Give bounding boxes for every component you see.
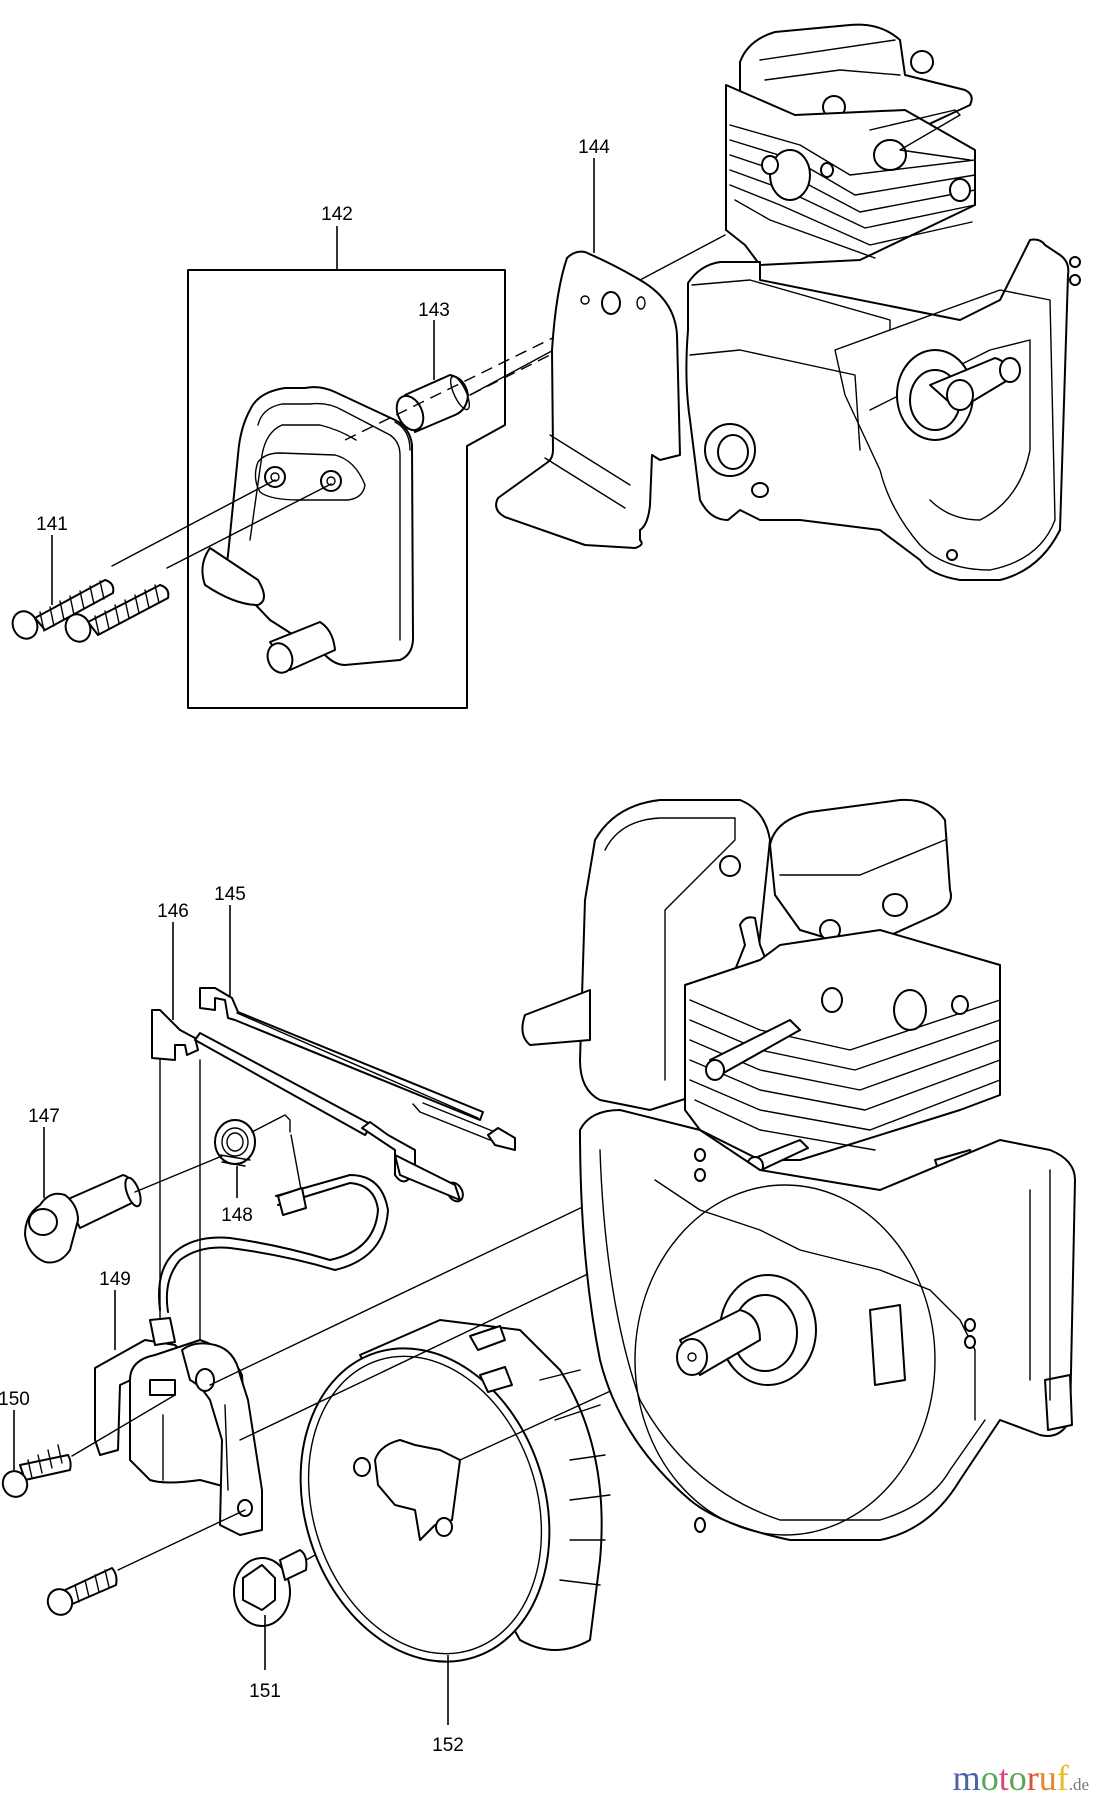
engine-top[interactable]: [685, 23, 1081, 581]
part-label-141[interactable]: 141: [36, 514, 68, 535]
gasket-144[interactable]: [495, 250, 681, 549]
nut-151[interactable]: [233, 1549, 308, 1627]
part-label-149[interactable]: 149: [99, 1269, 131, 1290]
watermark-letter: f: [1056, 1758, 1069, 1798]
part-label-152[interactable]: 152: [432, 1735, 464, 1756]
part-label-144[interactable]: 144: [578, 137, 610, 158]
part-label-151[interactable]: 151: [249, 1681, 281, 1702]
ignition-group: 145 146 148: [0, 798, 1076, 1756]
watermark-suffix: .de: [1068, 1775, 1089, 1794]
wire-145[interactable]: [199, 987, 516, 1151]
muffler[interactable]: [201, 386, 414, 676]
part-label-148[interactable]: 148: [221, 1205, 253, 1226]
part-label-147[interactable]: 147: [28, 1106, 60, 1127]
part-label-150[interactable]: 150: [0, 1389, 30, 1410]
pipe-143[interactable]: [392, 374, 474, 434]
bolt-141b[interactable]: [61, 584, 170, 646]
kit-142-box: [187, 269, 506, 709]
watermark-logo: motoruf.de: [953, 1760, 1089, 1796]
flywheel-152[interactable]: [261, 1316, 611, 1695]
part-label-146[interactable]: 146: [157, 901, 189, 922]
plug-cap-147[interactable]: [24, 1174, 144, 1264]
screw-150b[interactable]: [44, 1567, 118, 1619]
screw-150a[interactable]: [0, 1444, 72, 1501]
ignition-coil-149[interactable]: [94, 1317, 263, 1536]
watermark-letter: o: [980, 1758, 999, 1798]
spring-148[interactable]: [214, 1114, 291, 1167]
bolt-141a[interactable]: [8, 579, 115, 643]
part-label-143[interactable]: 143: [418, 300, 450, 321]
watermark-letter: t: [998, 1758, 1009, 1798]
watermark-letter: m: [952, 1758, 981, 1798]
watermark-letter: o: [1008, 1758, 1027, 1798]
part-label-142[interactable]: 142: [321, 204, 353, 225]
wire-146[interactable]: [151, 1009, 466, 1204]
engine-bottom[interactable]: [521, 798, 1076, 1541]
watermark-letter: u: [1038, 1758, 1057, 1798]
muffler-kit-group: 142 143: [8, 23, 1081, 709]
part-label-145[interactable]: 145: [214, 884, 246, 905]
watermark-letter: r: [1026, 1758, 1039, 1798]
